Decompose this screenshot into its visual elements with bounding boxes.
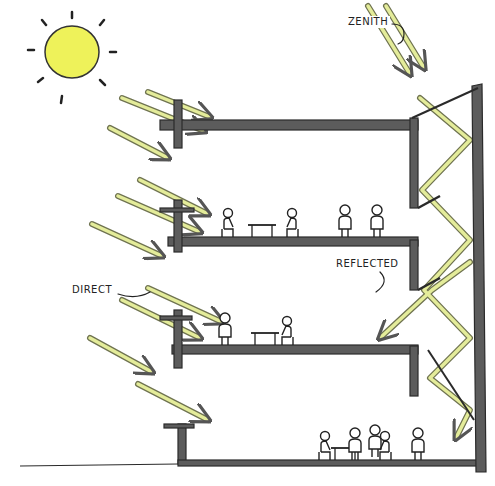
building-section: [20, 84, 486, 472]
building-section: [410, 118, 418, 208]
light-rays: [386, 6, 424, 68]
building-section: [410, 240, 418, 290]
building-section: [20, 464, 178, 466]
light-rays: [386, 6, 424, 68]
building-section: [418, 278, 440, 290]
sun: [71, 12, 74, 18]
light-rays: [92, 224, 162, 256]
light-rays: [138, 384, 208, 420]
building-section: [428, 350, 474, 420]
people-figures: [287, 209, 298, 238]
building-section: [160, 208, 194, 212]
sun: [100, 20, 104, 25]
leader-lines: [376, 272, 384, 292]
people-figures: [339, 205, 351, 237]
annotation-label: ZENITH: [346, 16, 390, 28]
light-rays: [90, 6, 470, 438]
people-figures: [282, 317, 293, 346]
light-rays: [380, 262, 470, 338]
building-section: [174, 100, 182, 148]
people-figures: [248, 225, 276, 237]
leader-lines: [392, 24, 404, 44]
building-section: [178, 424, 186, 464]
building-section: [178, 460, 480, 466]
building-section: [160, 316, 192, 320]
label-anchor: REFLECTED: [334, 258, 401, 270]
building-section: [418, 196, 440, 208]
light-rays: [118, 196, 200, 232]
sun: [110, 51, 116, 54]
people-figures: [251, 333, 279, 345]
people-figures: [369, 425, 381, 457]
label-anchor: DIRECT: [70, 284, 114, 296]
building-section: [472, 84, 486, 472]
people-figures: [219, 313, 231, 345]
sun: [38, 78, 43, 82]
sun: [28, 12, 116, 103]
building-section: [164, 424, 194, 428]
light-rays: [110, 128, 168, 158]
annotation-label: DIRECT: [70, 284, 114, 296]
label-anchor: ZENITH: [346, 16, 390, 28]
sun: [100, 80, 105, 85]
people-figures: [412, 428, 424, 460]
people-figures: [222, 209, 233, 238]
building-section: [410, 346, 418, 396]
building-section: [412, 88, 478, 118]
people-figures: [371, 205, 383, 237]
light-rays: [90, 6, 470, 438]
light-rays: [90, 338, 152, 372]
light-rays: [90, 338, 152, 372]
leader-lines: [118, 292, 150, 297]
building-section: [168, 237, 418, 246]
light-rays: [118, 196, 200, 232]
light-rays: [110, 128, 168, 158]
leader-lines: [118, 24, 404, 297]
light-rays: [380, 262, 470, 338]
light-rays: [90, 6, 470, 438]
annotation-label: REFLECTED: [334, 258, 401, 270]
people-figures: [349, 428, 361, 460]
building-section: [160, 120, 418, 130]
sun: [45, 26, 99, 78]
people-figures: [380, 432, 391, 461]
light-rays: [138, 384, 208, 420]
sun: [28, 12, 116, 103]
building-section: [172, 345, 418, 354]
sun: [28, 49, 34, 52]
sun: [61, 96, 62, 103]
sun: [42, 20, 46, 25]
people-figures: [219, 205, 424, 460]
light-rays: [122, 300, 200, 338]
people-figures: [319, 432, 330, 461]
light-rays: [92, 224, 162, 256]
